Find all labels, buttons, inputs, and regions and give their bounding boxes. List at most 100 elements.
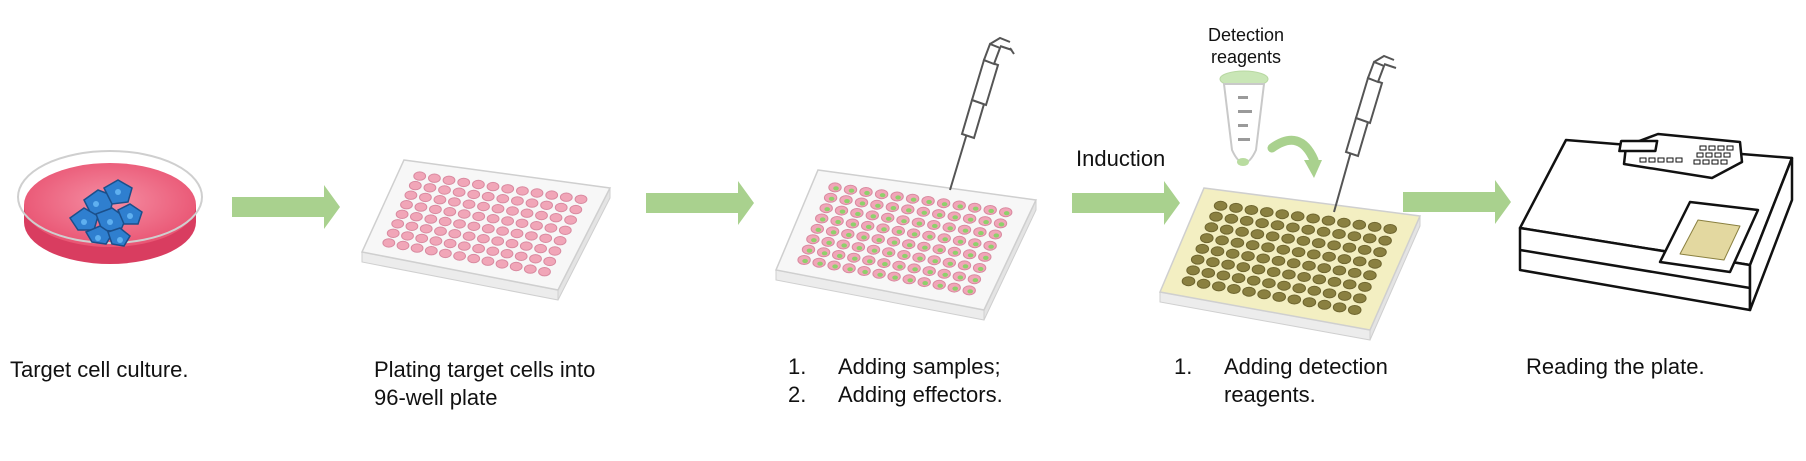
well	[1317, 263, 1331, 274]
well	[500, 249, 514, 259]
well-content	[947, 226, 953, 231]
well	[477, 201, 490, 212]
well	[506, 206, 519, 216]
well	[1373, 247, 1387, 258]
well-content	[815, 227, 822, 232]
well	[467, 253, 481, 264]
well	[400, 200, 413, 210]
well-content	[896, 229, 903, 234]
well-content	[962, 228, 969, 233]
well-content	[850, 222, 857, 227]
well-content	[957, 204, 963, 209]
well	[1245, 240, 1260, 251]
well	[1219, 224, 1234, 235]
well	[453, 251, 467, 261]
well	[1235, 226, 1249, 237]
well-content	[828, 196, 835, 201]
well-content	[875, 203, 881, 208]
well	[382, 238, 396, 248]
well	[386, 228, 400, 239]
well-content	[891, 240, 898, 245]
arrow-4	[1403, 180, 1511, 224]
well	[410, 243, 424, 253]
well	[1321, 215, 1336, 226]
well	[511, 196, 524, 206]
well	[530, 188, 544, 198]
well-content	[983, 255, 989, 260]
pipette-icon	[1333, 54, 1397, 213]
well	[1236, 262, 1251, 273]
well	[401, 231, 414, 241]
key	[1657, 157, 1665, 163]
well	[501, 216, 515, 226]
well-content	[910, 197, 917, 202]
well	[553, 236, 567, 246]
well	[529, 254, 542, 264]
well-content	[864, 190, 870, 196]
well	[1272, 291, 1286, 302]
well	[1200, 233, 1214, 244]
well-content	[847, 267, 853, 272]
well	[1275, 209, 1289, 220]
key	[1675, 157, 1683, 163]
well-content	[957, 275, 964, 280]
well	[438, 185, 451, 195]
well	[574, 194, 588, 205]
well	[404, 190, 418, 200]
well	[1266, 267, 1281, 277]
well-content	[967, 217, 974, 222]
well	[535, 210, 548, 221]
well	[1230, 237, 1245, 248]
well-content	[802, 258, 808, 264]
well-content	[972, 206, 979, 211]
well-content	[952, 215, 958, 220]
well	[486, 181, 500, 192]
well	[408, 180, 422, 191]
well	[452, 187, 466, 197]
well-content	[983, 220, 989, 225]
well	[424, 214, 438, 224]
well	[1271, 255, 1286, 266]
well	[1270, 220, 1285, 231]
keypad-icon	[1639, 145, 1734, 165]
well-content	[988, 244, 994, 249]
well	[515, 218, 529, 229]
well-content	[912, 267, 918, 272]
step-2-caption: Plating target cells into 96-well plate	[374, 357, 596, 410]
well	[486, 246, 500, 256]
well	[1186, 265, 1200, 276]
key	[1726, 145, 1734, 151]
well	[1363, 270, 1377, 281]
well-content	[892, 275, 898, 280]
well	[514, 251, 528, 261]
well-content	[819, 217, 826, 222]
well	[530, 221, 543, 231]
well	[558, 225, 572, 236]
well-content	[937, 283, 943, 288]
step-3-caption: 1.Adding samples; 2.Adding effectors.	[788, 354, 1003, 407]
well	[1250, 229, 1265, 240]
reagent-tube-icon	[1219, 70, 1269, 166]
key	[1714, 152, 1722, 158]
well	[559, 192, 573, 202]
well-content	[916, 221, 923, 226]
well	[1332, 302, 1347, 313]
well	[457, 209, 471, 219]
well-content	[817, 261, 823, 266]
well-content	[836, 253, 843, 259]
well-content	[921, 210, 928, 215]
well-content	[832, 264, 838, 269]
well-content	[856, 246, 863, 251]
well-content	[973, 242, 979, 247]
well	[564, 215, 577, 225]
well	[443, 238, 457, 249]
well	[1358, 281, 1372, 292]
well	[1306, 213, 1320, 224]
well	[520, 208, 534, 218]
well	[501, 184, 515, 194]
well	[1301, 224, 1315, 235]
well	[419, 192, 432, 203]
well	[509, 261, 523, 272]
well	[443, 207, 457, 217]
